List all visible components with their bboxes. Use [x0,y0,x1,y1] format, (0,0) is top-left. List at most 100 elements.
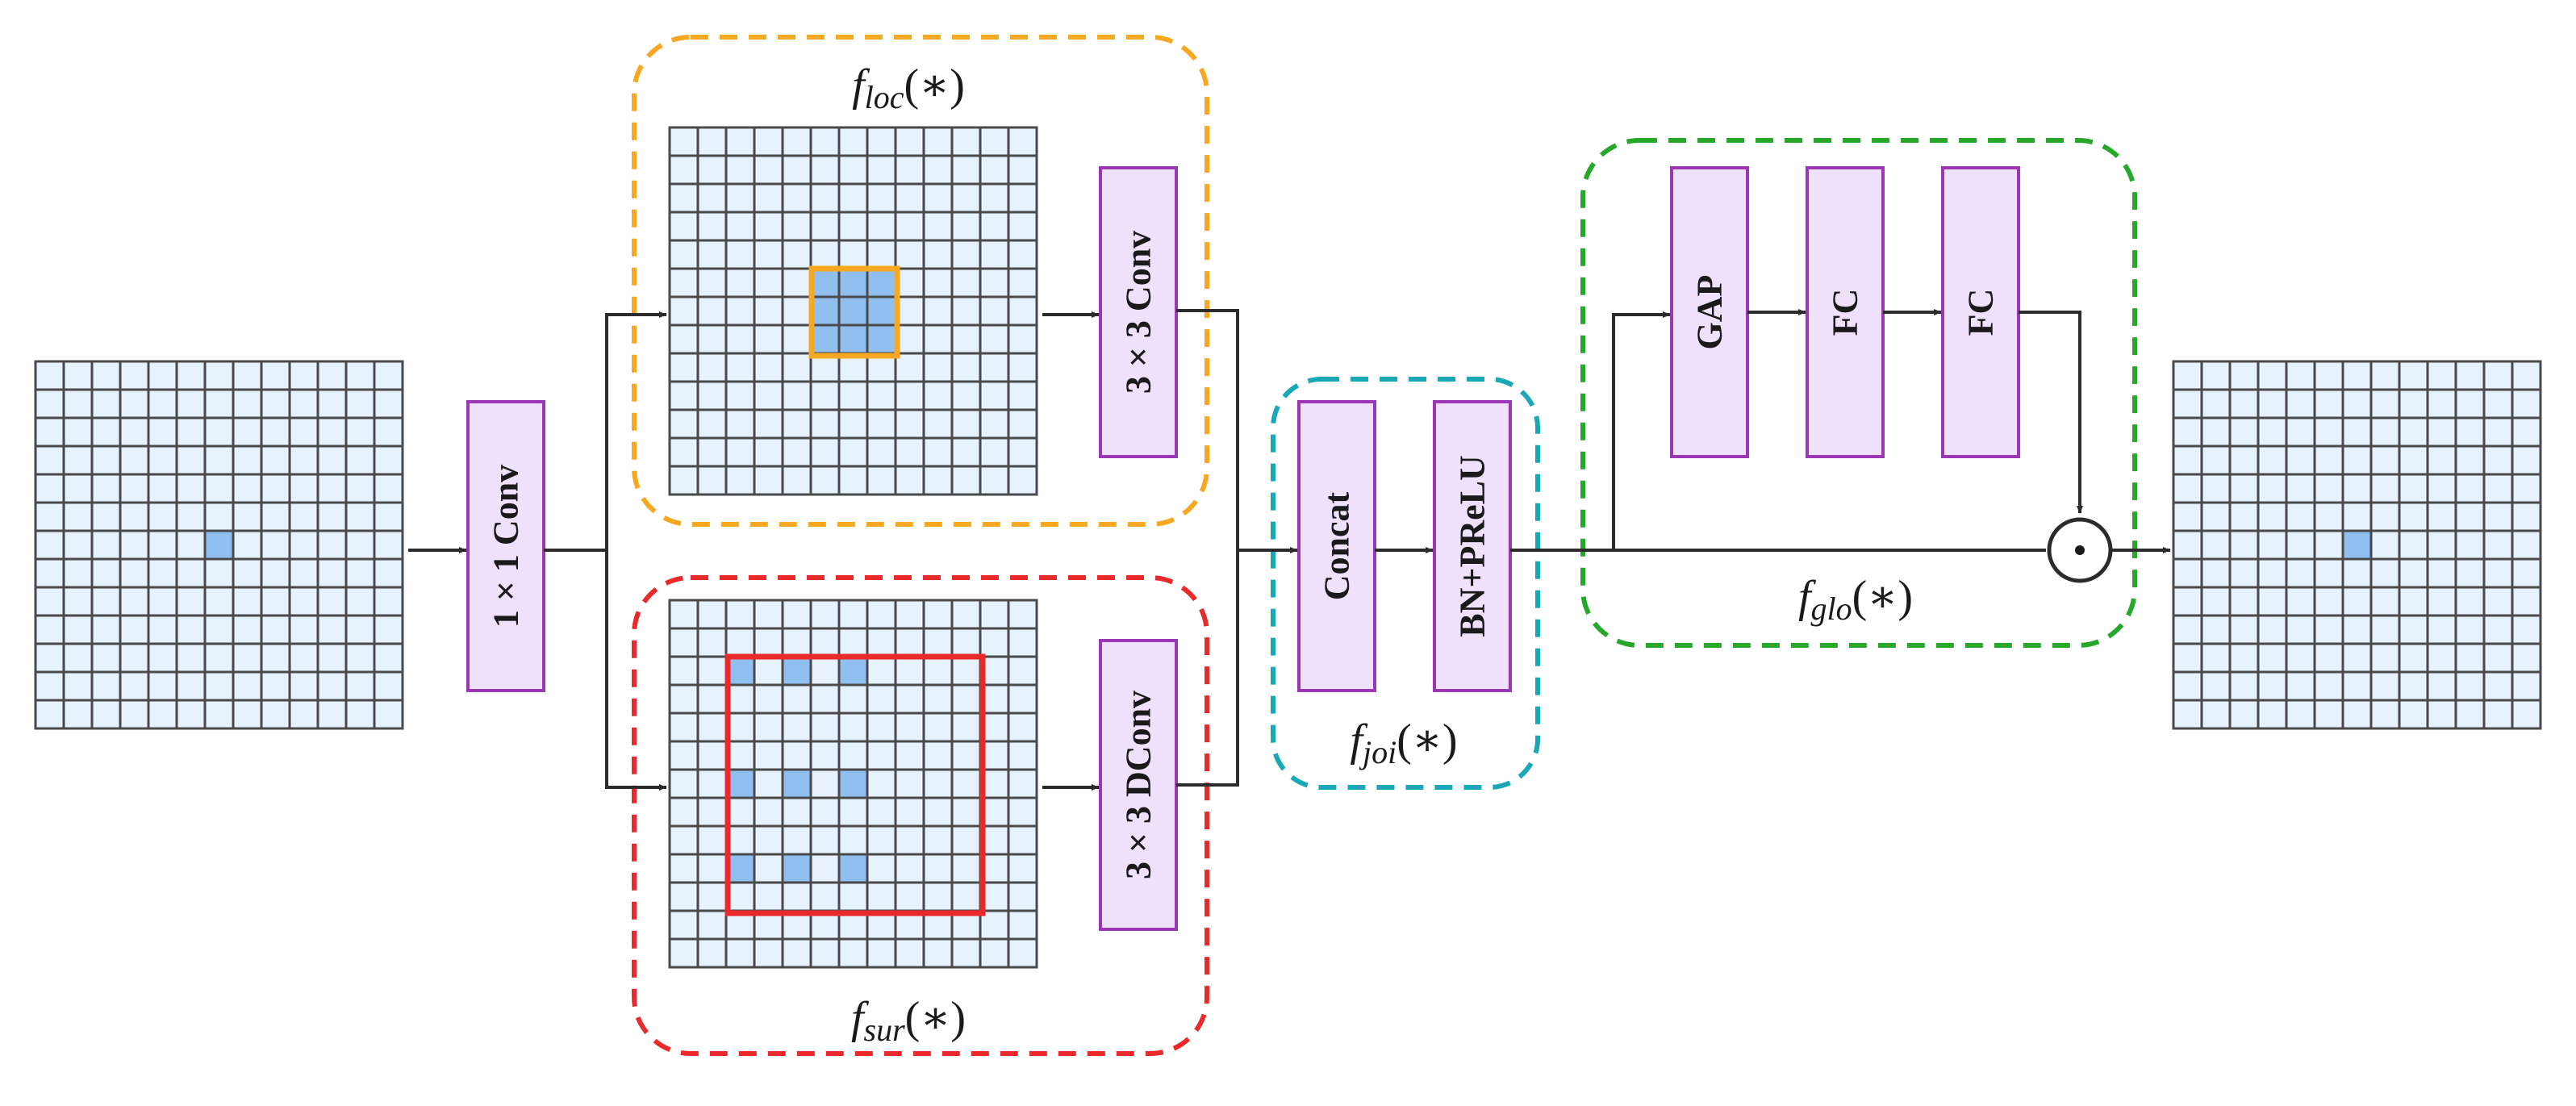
grid-cell [837,211,869,242]
grid-cell [1007,881,1038,912]
grid-cell [2228,444,2260,476]
grid-cell [119,557,150,589]
grid-cell [753,937,784,969]
grid-cell [696,126,728,157]
highlighted-cell [781,768,812,799]
grid-cell [373,444,404,476]
grid-cell [2285,388,2316,419]
grid-cell [203,416,235,448]
grid-cell [950,627,982,658]
grid-cell [2426,360,2457,391]
grid-cell [2482,473,2514,504]
grid-cell [781,937,812,969]
grid-cell [922,881,954,912]
grid-cell [950,740,982,771]
grid-cell [696,408,728,440]
grid-cell [922,182,954,214]
highlighted-cell [866,267,897,298]
grid-cell [232,642,263,674]
grid-cell [373,416,404,448]
grid-cell [753,824,784,856]
grid-cell [2200,614,2232,645]
grid-cell [696,211,728,242]
grid-cell [894,211,925,242]
grid-cell [2257,586,2288,617]
grid-cell [668,740,699,771]
grid-cell [696,712,728,743]
grid-cell [950,712,982,743]
grid-cell [979,380,1010,411]
grid-cell [2228,473,2260,504]
grid-cell [2482,642,2514,674]
grid-cell [753,599,784,630]
grid-cell [34,416,65,448]
grid-cell [90,586,122,617]
grid-cell [2172,473,2203,504]
grid-cell [922,768,954,799]
grid-cell [866,768,897,799]
grid-cell [950,768,982,799]
grid-cell [837,408,869,440]
grid-cell [119,670,150,702]
grid-cell [894,408,925,440]
grid-cell [288,642,319,674]
grid-cell [922,627,954,658]
grid-cell [147,416,178,448]
bn-prelu-label: BN+PReLU [1453,455,1493,637]
grid-cell [288,416,319,448]
grid-cell [753,182,784,214]
grid-cell [2228,670,2260,702]
grid-cell [837,740,869,771]
grid-cell [1007,267,1038,298]
grid-cell [2511,557,2542,589]
grid-cell [119,642,150,674]
grid-cell [696,154,728,186]
grid-cell [668,796,699,828]
grid-cell [753,712,784,743]
grid-cell [922,211,954,242]
grid-cell [894,239,925,270]
grid-cell [232,586,263,617]
grid-cell [62,388,94,419]
grid-cell [781,436,812,468]
grid-cell [894,740,925,771]
grid-cell [175,416,207,448]
grid-cell [2426,388,2457,419]
grid-cell [2482,586,2514,617]
grid-cell [316,586,348,617]
grid-cell [2511,360,2542,391]
grid-cell [950,154,982,186]
grid-cell [866,627,897,658]
grid-cell [119,388,150,419]
grid-cell [781,824,812,856]
grid-cell [696,182,728,214]
grid-cell [2172,529,2203,561]
grid-cell [866,740,897,771]
sur-receptive-field [724,653,986,916]
grid-cell [2369,614,2401,645]
grid-cell [753,655,784,687]
grid-cell [894,768,925,799]
grid-cell [2200,586,2232,617]
grid-cell [979,627,1010,658]
grid-cell [344,529,376,561]
grid-cell [2369,416,2401,448]
highlighted-cell [809,295,841,327]
grid-cell [119,416,150,448]
grid-cell [809,937,841,969]
grid-cell [34,586,65,617]
grid-cell [1007,937,1038,969]
grid-cell [344,670,376,702]
grid-cell [2511,642,2542,674]
grid-cell [232,614,263,645]
grid-cell [922,267,954,298]
grid-cell [2285,444,2316,476]
grid-cell [866,881,897,912]
grid-cell [724,436,756,468]
grid-cell [2285,670,2316,702]
grid-cell [119,501,150,532]
grid-cell [668,465,699,496]
grid-cell [809,683,841,715]
grid-cell [696,853,728,884]
grid-cell [922,154,954,186]
